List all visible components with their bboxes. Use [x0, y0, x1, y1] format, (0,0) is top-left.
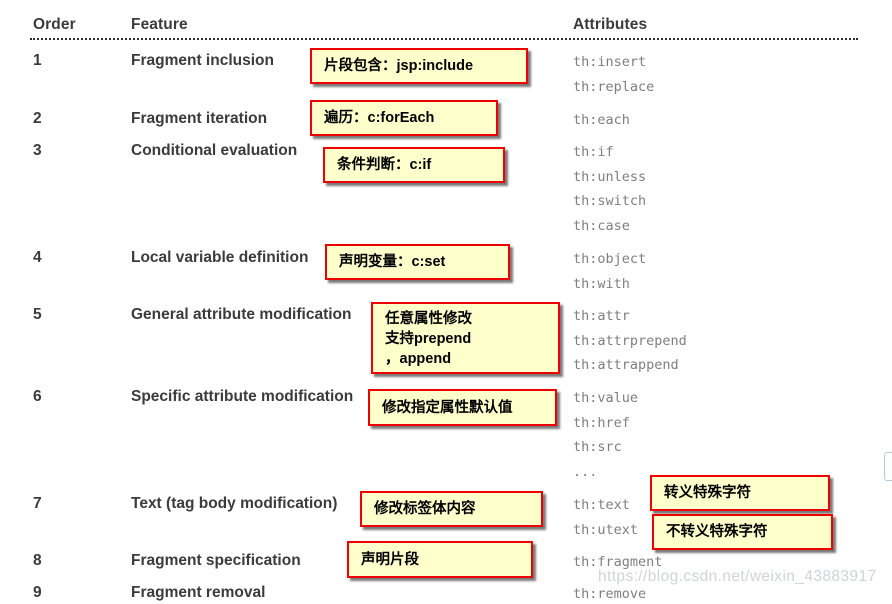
- row-attributes: th:insert th:replace: [573, 53, 773, 102]
- edge-ui-fragment: [884, 452, 892, 481]
- row-order: 2: [33, 110, 42, 127]
- row-attributes: th:object th:with: [573, 250, 773, 299]
- annotation-text-body: 修改标签体内容: [360, 491, 543, 527]
- attribute: th:attrappend: [573, 357, 679, 374]
- row-feature: Fragment specification: [131, 552, 301, 569]
- annotation-fragment-spec: 声明片段: [347, 541, 533, 578]
- header-divider: [30, 38, 858, 40]
- annotation-general-attr: 任意属性修改 支持prepend ，append: [371, 302, 560, 374]
- attribute: th:attrprepend: [573, 332, 687, 349]
- row-attributes: th:text th:utext: [573, 496, 773, 545]
- annotation-fragment-inclusion: 片段包含：jsp:include: [310, 48, 528, 84]
- attribute: th:object: [573, 251, 647, 267]
- row-order: 6: [33, 388, 42, 405]
- attribute: th:each: [573, 112, 630, 128]
- row-feature: Fragment removal: [131, 584, 266, 601]
- attribute: th:with: [573, 275, 630, 292]
- row-feature: General attribute modification: [131, 306, 352, 323]
- row-order: 7: [33, 495, 42, 512]
- row-order: 1: [33, 52, 42, 69]
- annotation-no-escape-chars: 不转义特殊字符: [652, 514, 833, 550]
- annotation-escape-chars: 转义特殊字符: [650, 475, 830, 511]
- attribute: th:remove: [573, 586, 647, 602]
- column-header-feature: Feature: [131, 16, 188, 33]
- row-order: 4: [33, 249, 42, 266]
- column-header-order: Order: [33, 16, 76, 33]
- csdn-watermark: https://blog.csdn.net/weixin_43883917: [598, 568, 877, 585]
- annotation-conditional: 条件判断：c:if: [323, 147, 505, 183]
- row-feature: Conditional evaluation: [131, 142, 298, 159]
- attribute: ...: [573, 463, 598, 480]
- row-order: 3: [33, 142, 42, 159]
- attribute: th:insert: [573, 54, 647, 70]
- attribute: th:text: [573, 497, 630, 513]
- row-attributes: th:each: [573, 111, 773, 136]
- attribute: th:case: [573, 217, 630, 234]
- row-feature: Fragment inclusion: [131, 52, 274, 69]
- row-feature: Text (tag body modification): [131, 495, 338, 512]
- attribute: th:if: [573, 144, 614, 160]
- annotation-fragment-iteration: 遍历：c:forEach: [310, 100, 498, 136]
- attribute: th:switch: [573, 193, 647, 210]
- row-feature: Local variable definition: [131, 249, 309, 266]
- row-attributes: th:if th:unless th:switch th:case: [573, 143, 773, 241]
- annotation-local-variable: 声明变量：c:set: [325, 244, 510, 280]
- attribute: th:href: [573, 414, 630, 431]
- attribute: th:src: [573, 439, 622, 456]
- row-attributes: th:value th:href th:src ...: [573, 389, 773, 487]
- row-attributes: th:attr th:attrprepend th:attrappend: [573, 307, 773, 381]
- row-order: 5: [33, 306, 42, 323]
- attribute: th:value: [573, 390, 639, 406]
- annotation-specific-attr: 修改指定属性默认值: [368, 389, 557, 426]
- column-header-attributes: Attributes: [573, 16, 648, 33]
- attribute: th:unless: [573, 168, 647, 185]
- row-feature: Specific attribute modification: [131, 388, 354, 405]
- attribute: th:attr: [573, 308, 630, 324]
- attribute: th:utext: [573, 521, 639, 538]
- attribute: th:replace: [573, 78, 655, 95]
- row-order: 9: [33, 584, 42, 601]
- row-order: 8: [33, 552, 42, 569]
- row-attributes: th:fragment: [573, 553, 773, 578]
- row-attributes: th:remove: [573, 585, 773, 604]
- row-feature: Fragment iteration: [131, 110, 268, 127]
- attribute: th:fragment: [573, 554, 663, 570]
